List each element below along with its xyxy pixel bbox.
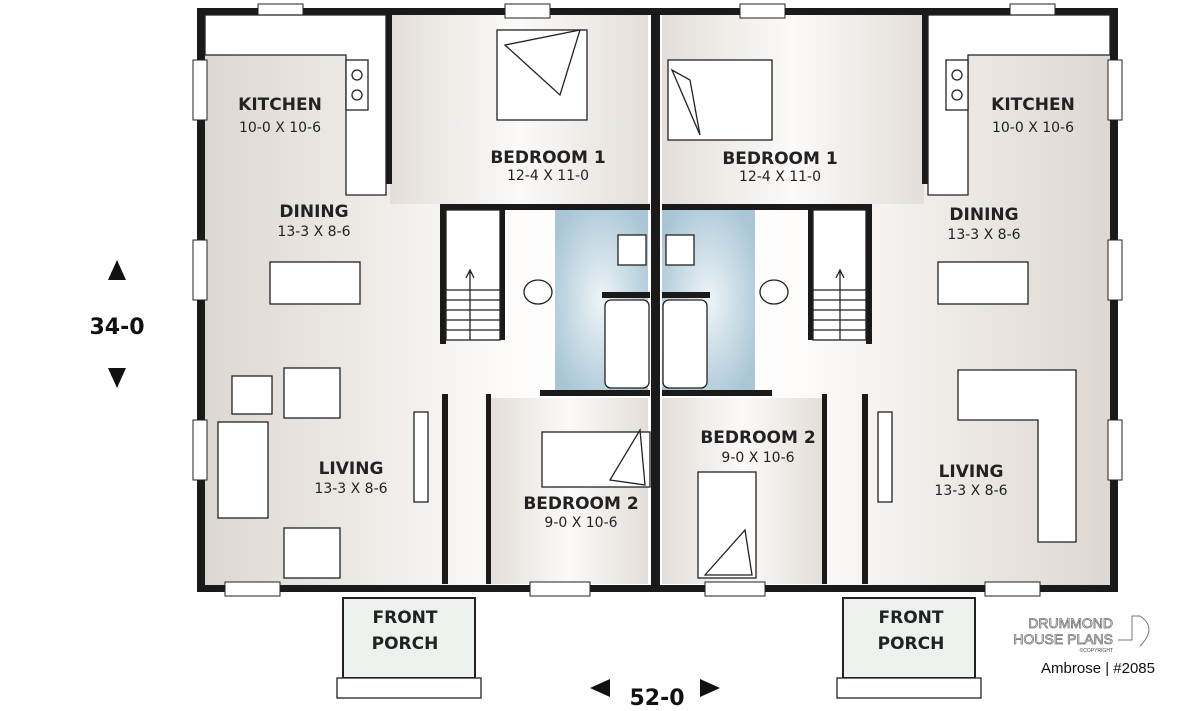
windows	[192, 3, 1123, 597]
left-kitchen-label: KITCHEN	[238, 95, 322, 115]
left-bedroom1-label: BEDROOM 1	[490, 148, 605, 168]
left-porch-label-1: FRONT	[373, 608, 438, 628]
arrow-down-icon	[108, 368, 126, 388]
right-porch-label-2: PORCH	[878, 634, 945, 654]
svg-text:HOUSE PLANS: HOUSE PLANS	[1013, 631, 1113, 647]
left-bedroom2-size: 9-0 X 10-6	[544, 515, 617, 531]
left-stairs	[445, 209, 501, 341]
left-bed1	[496, 29, 588, 121]
right-porch-label-1: FRONT	[879, 608, 944, 628]
left-porch-label-2: PORCH	[372, 634, 439, 654]
right-living-size: 13-3 X 8-6	[934, 483, 1007, 499]
plan-name: Ambrose | #2085	[1041, 660, 1155, 677]
right-bedroom1-label: BEDROOM 1	[722, 149, 837, 169]
right-bedroom1-size: 12-4 X 11-0	[739, 169, 821, 185]
right-dining-table	[937, 261, 1029, 305]
svg-text:DRUMMOND: DRUMMOND	[1028, 615, 1113, 631]
arrow-up-icon	[108, 260, 126, 280]
left-kitchen-size: 10-0 X 10-6	[239, 120, 321, 136]
left-porch	[336, 597, 482, 699]
arrow-left-icon	[590, 679, 610, 697]
right-dining-label: DINING	[949, 205, 1018, 225]
depth-dimension: 34-0	[89, 315, 144, 340]
left-kitchen-counters	[204, 14, 387, 196]
right-porch	[836, 597, 982, 699]
left-living-size: 13-3 X 8-6	[314, 481, 387, 497]
right-kitchen-label: KITCHEN	[991, 95, 1075, 115]
left-bedroom2-floor	[490, 398, 648, 584]
arrow-right-icon	[700, 679, 720, 697]
left-bed2	[541, 427, 651, 488]
right-living-furniture	[877, 369, 1077, 543]
left-living-label: LIVING	[319, 459, 384, 479]
width-dimension: 52-0	[629, 686, 684, 711]
left-living-furniture	[217, 367, 429, 579]
drummond-logo: DRUMMOND HOUSE PLANS ©COPYRIGHT	[1013, 615, 1150, 654]
left-dining-table	[269, 261, 361, 305]
right-stairs	[812, 209, 867, 341]
right-bed2	[697, 471, 757, 579]
right-kitchen-size: 10-0 X 10-6	[992, 120, 1074, 136]
right-living-label: LIVING	[939, 462, 1004, 482]
svg-text:©COPYRIGHT: ©COPYRIGHT	[1080, 647, 1113, 654]
right-bedroom2-label: BEDROOM 2	[700, 428, 815, 448]
interior-walls	[386, 14, 928, 584]
left-bedroom2-label: BEDROOM 2	[523, 494, 638, 514]
left-dining-size: 13-3 X 8-6	[277, 224, 350, 240]
right-kitchen-counters	[927, 14, 1111, 196]
left-dining-label: DINING	[279, 202, 348, 222]
right-bed1	[667, 59, 773, 141]
right-bedroom2-size: 9-0 X 10-6	[721, 450, 794, 466]
left-bedroom1-size: 12-4 X 11-0	[507, 168, 589, 184]
right-bath-fixtures	[662, 234, 789, 389]
right-dining-size: 13-3 X 8-6	[947, 227, 1020, 243]
left-bath-fixtures	[523, 234, 650, 389]
